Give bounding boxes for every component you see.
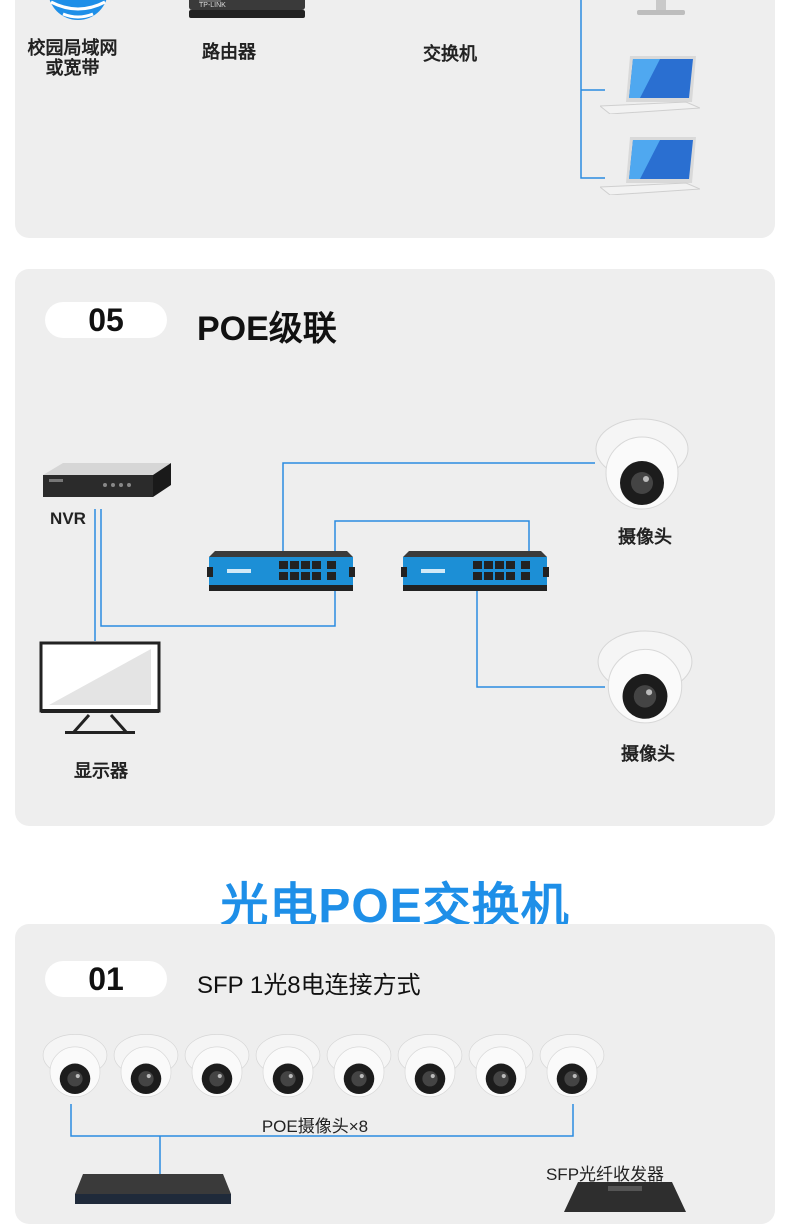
display-icon <box>39 641 161 734</box>
globe-icon <box>49 0 107 20</box>
section-number: 01 <box>45 961 167 997</box>
section-title: SFP 1光8电连接方式 <box>197 972 421 999</box>
section-title: POE级联 <box>197 310 337 348</box>
poe-switch-icon <box>207 551 355 591</box>
poe-switch-icon <box>401 551 549 591</box>
transceiver-label: SFP光纤收发器 <box>545 1165 665 1184</box>
sfp-panel: 01 SFP 1光8电连接方式 POE摄像头×8 SFP光纤收发器 <box>15 924 775 1224</box>
dome-camera-icon <box>112 1032 180 1107</box>
nvr-label: NVR <box>50 509 86 528</box>
dome-camera-icon <box>597 630 693 724</box>
poe-camera-label: POE摄像头×8 <box>261 1117 369 1136</box>
dome-camera-icon <box>467 1032 535 1107</box>
monitor-icon <box>637 0 685 15</box>
laptop-icon <box>600 56 700 114</box>
dome-camera-icon <box>595 418 689 510</box>
nvr-icon <box>43 463 171 497</box>
section-number: 05 <box>45 302 167 338</box>
internet-label: 校园局域网 或宽带 <box>27 38 118 78</box>
top-wires <box>580 0 605 179</box>
transceiver-icon <box>564 1182 686 1212</box>
switch-label: 交换机 <box>423 44 477 64</box>
dome-camera-icon <box>396 1032 464 1107</box>
router-brand: TP-LINK <box>199 2 226 9</box>
dome-camera-icon <box>183 1032 251 1107</box>
display-label: 显示器 <box>74 761 128 781</box>
dome-camera-icon <box>325 1032 393 1107</box>
camera-top-label: 摄像头 <box>618 527 672 547</box>
poe-cascade-panel: 05 POE级联 NVR 显示器 <box>15 269 775 826</box>
laptop-icon <box>600 137 700 195</box>
dome-camera-icon <box>254 1032 322 1107</box>
network-panel: 校园局域网 或宽带 TP-LINK 路由器 交换机 <box>15 0 775 238</box>
camera-bottom-label: 摄像头 <box>621 744 675 764</box>
router-label: 路由器 <box>202 42 256 62</box>
dome-camera-icon <box>538 1032 606 1107</box>
dome-camera-icon <box>41 1032 109 1107</box>
router-icon <box>189 0 305 18</box>
